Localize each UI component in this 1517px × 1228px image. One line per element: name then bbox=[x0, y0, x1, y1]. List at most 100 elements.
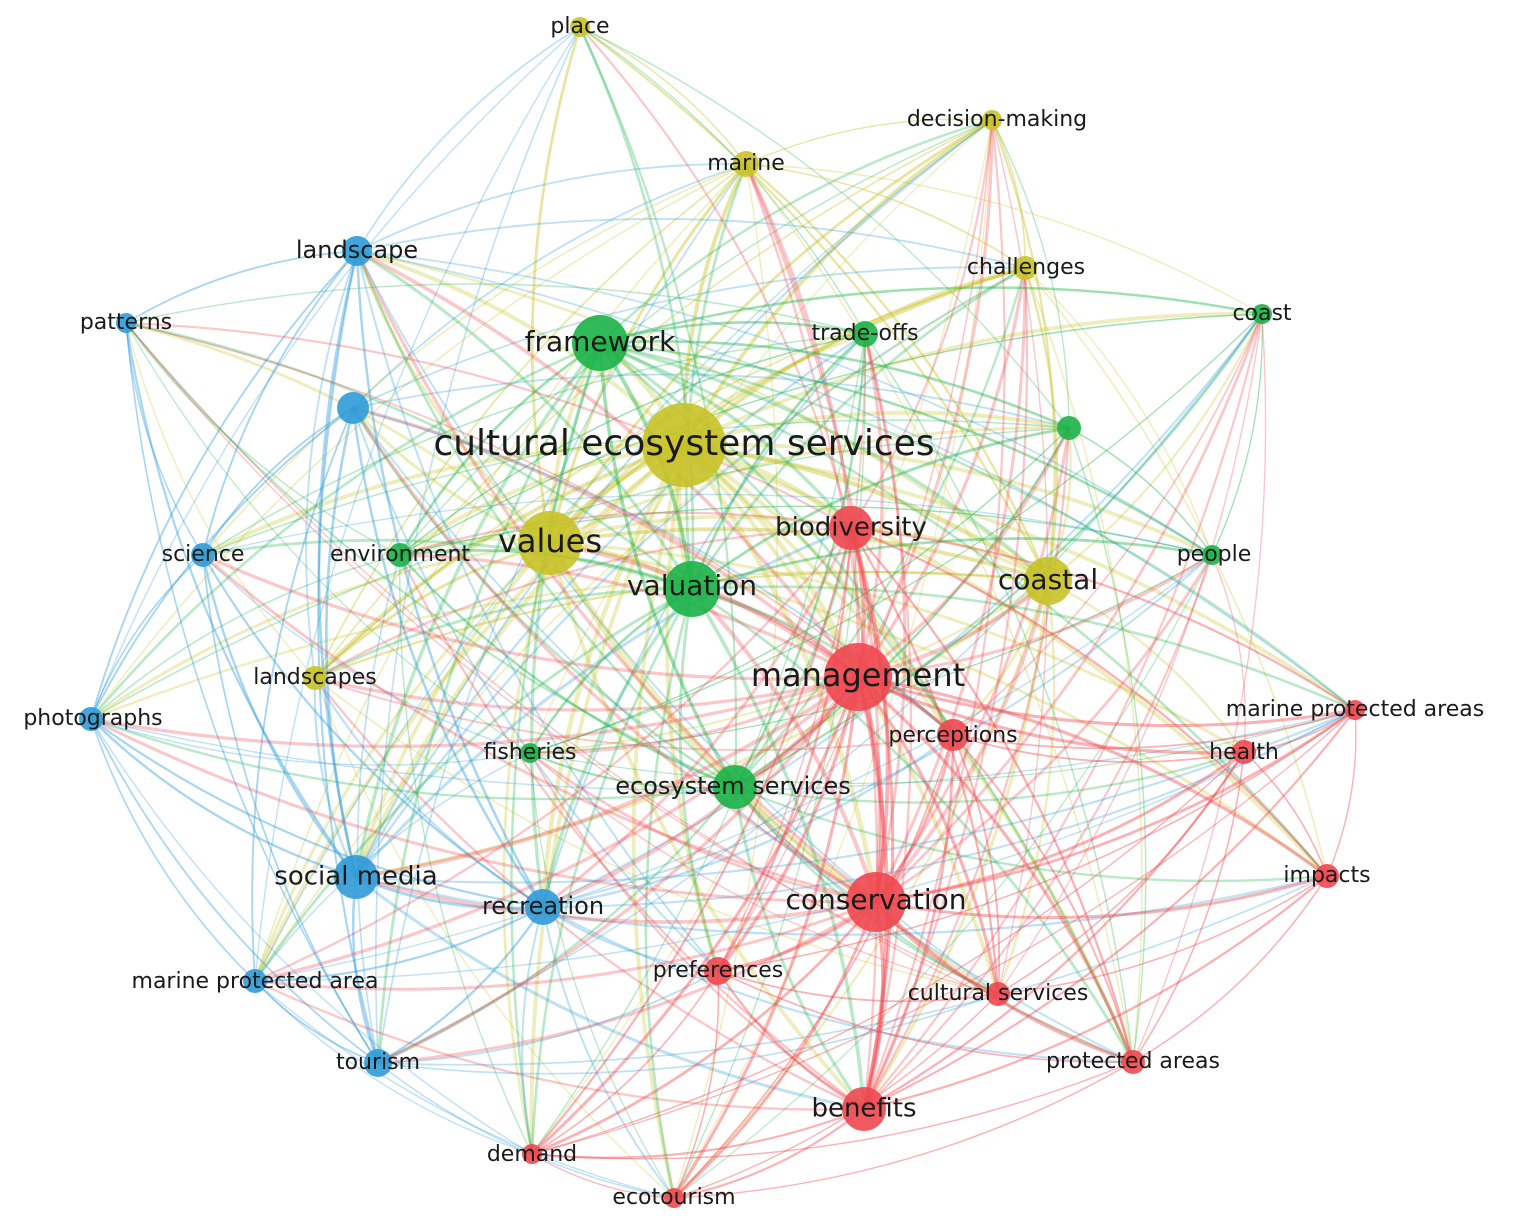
link-landscape-tourism bbox=[317, 250, 379, 1064]
label-marine-protected-area: marine protected area bbox=[132, 969, 379, 994]
link-framework-green-unlabeled bbox=[599, 339, 1070, 430]
node-decision-making[interactable] bbox=[982, 110, 1002, 130]
node-cultural-services[interactable] bbox=[986, 982, 1010, 1006]
node-impacts[interactable] bbox=[1315, 864, 1339, 888]
link-biodiversity-cultural-services bbox=[849, 527, 1000, 995]
node-landscape[interactable] bbox=[342, 236, 372, 266]
node-marine[interactable] bbox=[733, 151, 759, 177]
link-environment-photographs bbox=[90, 554, 401, 720]
link-coast-conservation bbox=[875, 313, 1264, 904]
link-trade-offs-demand bbox=[531, 333, 866, 1155]
link-impacts-protected-areas bbox=[1132, 875, 1328, 1063]
node-landscapes[interactable] bbox=[303, 666, 327, 690]
node-coast[interactable] bbox=[1252, 304, 1272, 324]
link-cultural-ecosystem-services-perceptions bbox=[682, 443, 955, 737]
node-marine-protected-area[interactable] bbox=[243, 969, 267, 993]
link-environment-management bbox=[399, 553, 859, 679]
node-preferences[interactable] bbox=[704, 957, 732, 985]
link-values-landscape bbox=[355, 250, 552, 545]
link-photographs-management bbox=[90, 675, 859, 749]
link-patterns-protected-areas bbox=[125, 322, 1134, 1063]
link-decision-making-framework bbox=[599, 118, 993, 344]
link-coastal-place bbox=[579, 26, 1049, 582]
node-people[interactable] bbox=[1202, 545, 1222, 565]
node-challenges[interactable] bbox=[1013, 256, 1037, 280]
node-trade-offs[interactable] bbox=[852, 321, 878, 347]
label-science: science bbox=[162, 542, 245, 567]
node-health[interactable] bbox=[1232, 740, 1256, 764]
link-environment-biodiversity bbox=[399, 511, 852, 557]
link-ecosystem-services-landscape bbox=[355, 250, 736, 788]
link-values-decision-making bbox=[548, 118, 993, 544]
link-landscapes-benefits bbox=[314, 677, 865, 1111]
node-blue-unlabeled[interactable] bbox=[337, 392, 369, 424]
link-cultural-ecosystem-services-people bbox=[683, 442, 1213, 557]
node-marine-protected-areas[interactable] bbox=[1345, 700, 1365, 720]
node-perceptions[interactable] bbox=[937, 719, 969, 751]
link-ecosystem-services-photographs bbox=[90, 717, 736, 801]
link-cultural-ecosystem-services-recreation bbox=[540, 443, 686, 908]
link-values-health bbox=[549, 541, 1245, 754]
link-blue-unlabeled-preferences bbox=[352, 407, 719, 972]
link-marine-science bbox=[202, 163, 747, 556]
node-photographs[interactable] bbox=[79, 707, 103, 731]
link-place-biodiversity bbox=[579, 26, 853, 529]
link-framework-demand bbox=[510, 342, 602, 1155]
node-tourism[interactable] bbox=[364, 1049, 392, 1077]
link-valuation-fisheries bbox=[528, 587, 693, 754]
label-health: health bbox=[1209, 740, 1279, 765]
link-coastal-benefits bbox=[862, 580, 1050, 1110]
link-social-media-marine-protected-areas bbox=[355, 708, 1356, 884]
link-health-conservation bbox=[875, 750, 1245, 904]
link-marine-coast bbox=[745, 163, 1263, 315]
link-challenges-benefits bbox=[862, 267, 1029, 1110]
label-trade-offs: trade-offs bbox=[811, 321, 918, 346]
node-conservation[interactable] bbox=[846, 872, 906, 932]
link-biodiversity-benefits bbox=[849, 527, 895, 1110]
link-marine-protected-areas-demand bbox=[531, 709, 1356, 1155]
link-trade-offs-patterns bbox=[125, 283, 866, 335]
link-cultural-ecosystem-services-preferences bbox=[665, 444, 720, 972]
node-management[interactable] bbox=[824, 643, 892, 711]
link-challenges-marine-protected-area bbox=[254, 267, 1026, 982]
link-framework-people bbox=[599, 341, 1213, 557]
node-framework[interactable] bbox=[572, 315, 628, 371]
link-landscapes-patterns bbox=[125, 322, 316, 679]
node-patterns[interactable] bbox=[116, 313, 136, 333]
link-ecosystem-services-health bbox=[734, 750, 1245, 804]
link-green-unlabeled-management bbox=[857, 427, 1071, 679]
link-environment-patterns bbox=[125, 322, 401, 556]
node-ecosystem-services[interactable] bbox=[713, 765, 757, 809]
node-science[interactable] bbox=[191, 543, 215, 567]
link-biodiversity-marine-protected-areas bbox=[850, 526, 1356, 711]
node-benefits[interactable] bbox=[842, 1087, 886, 1131]
link-recreation-management bbox=[542, 675, 860, 909]
link-preferences-benefits bbox=[716, 970, 865, 1111]
node-social-media[interactable] bbox=[334, 855, 378, 899]
link-framework-social-media bbox=[354, 341, 602, 878]
node-cultural-ecosystem-services[interactable] bbox=[642, 403, 726, 487]
link-marine-protected-areas-conservation bbox=[875, 708, 1356, 904]
node-ecotourism[interactable] bbox=[664, 1188, 684, 1208]
node-protected-areas[interactable] bbox=[1121, 1050, 1145, 1074]
node-environment[interactable] bbox=[388, 543, 412, 567]
node-values[interactable] bbox=[518, 511, 582, 575]
link-marine-protected-area-benefits bbox=[254, 979, 865, 1111]
label-protected-areas: protected areas bbox=[1046, 1049, 1220, 1074]
node-place[interactable] bbox=[570, 17, 590, 37]
label-social-media: social media bbox=[274, 862, 437, 892]
node-coastal[interactable] bbox=[1024, 557, 1072, 605]
node-fisheries[interactable] bbox=[520, 743, 540, 763]
node-green-unlabeled[interactable] bbox=[1057, 416, 1081, 440]
link-fisheries-conservation bbox=[529, 751, 877, 904]
link-cultural-ecosystem-services-impacts bbox=[683, 443, 1329, 878]
node-valuation[interactable] bbox=[664, 561, 720, 617]
node-biodiversity[interactable] bbox=[829, 506, 873, 550]
link-trade-offs-valuation bbox=[690, 332, 866, 590]
node-recreation[interactable] bbox=[525, 889, 561, 925]
link-conservation-demand bbox=[531, 901, 878, 1156]
link-green-unlabeled-science bbox=[202, 419, 1070, 556]
link-photographs-conservation bbox=[90, 717, 877, 904]
node-demand[interactable] bbox=[522, 1144, 542, 1164]
link-challenges-social-media bbox=[355, 266, 1026, 878]
